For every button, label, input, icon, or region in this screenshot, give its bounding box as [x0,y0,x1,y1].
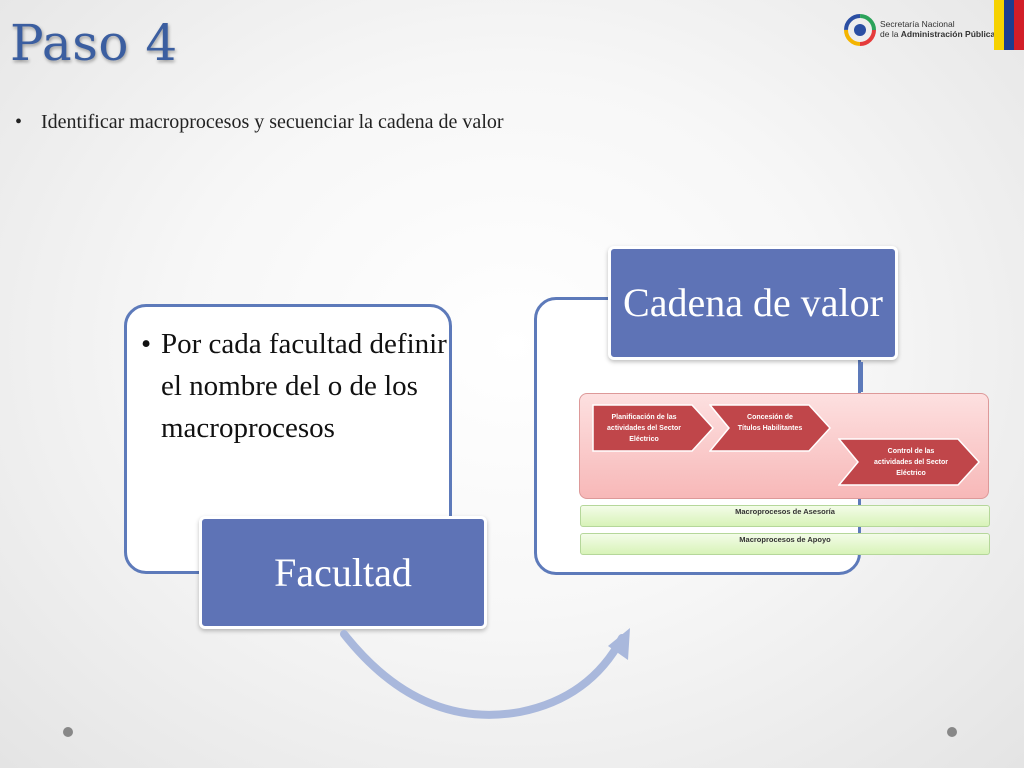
slide-bullet-text: Identificar macroprocesos y secuenciar l… [41,111,504,133]
page-title: Paso 4 [10,14,178,72]
logo-text: Secretaría Nacional de la Administración… [880,19,995,39]
nav-dot-left [63,727,73,737]
facultad-bullet-list: Por cada facultad definir el nombre del … [139,323,449,449]
facultad-label: Facultad [199,516,487,629]
curved-arrow-icon [340,628,630,719]
chevron-step-1-text: Planificación de las actividades del Sec… [607,414,681,443]
logo-line-2-bold: Administración Pública [900,29,996,39]
slide-bullet: •Identificar macroprocesos y secuenciar … [15,111,504,133]
chevron-step-2-text: Concesión de Títulos Habilitantes [737,414,803,432]
logo-line-2-prefix: de la [880,29,901,39]
chevron-step-1: Planificación de las actividades del Sec… [592,404,714,452]
logo-line-1: Secretaría Nacional [880,19,955,29]
chevron-step-2: Concesión de Títulos Habilitantes [709,404,831,452]
connector-line [860,362,863,392]
cadena-label: Cadena de valor [608,246,898,360]
support-bar-apoyo: Macroprocesos de Apoyo [580,533,990,555]
chevron-step-3-text: Control de las actividades del Sector El… [874,448,948,477]
chevron-step-3: Control de las actividades del Sector El… [838,438,980,486]
flag-icon [994,0,1024,50]
nav-dot-right [947,727,957,737]
logo-icon [844,14,876,46]
support-bar-asesoria: Macroprocesos de Asesoría [580,505,990,527]
logo-line-2: de la Administración Pública [880,29,995,39]
facultad-bullet-text: Por cada facultad definir el nombre del … [139,323,449,449]
